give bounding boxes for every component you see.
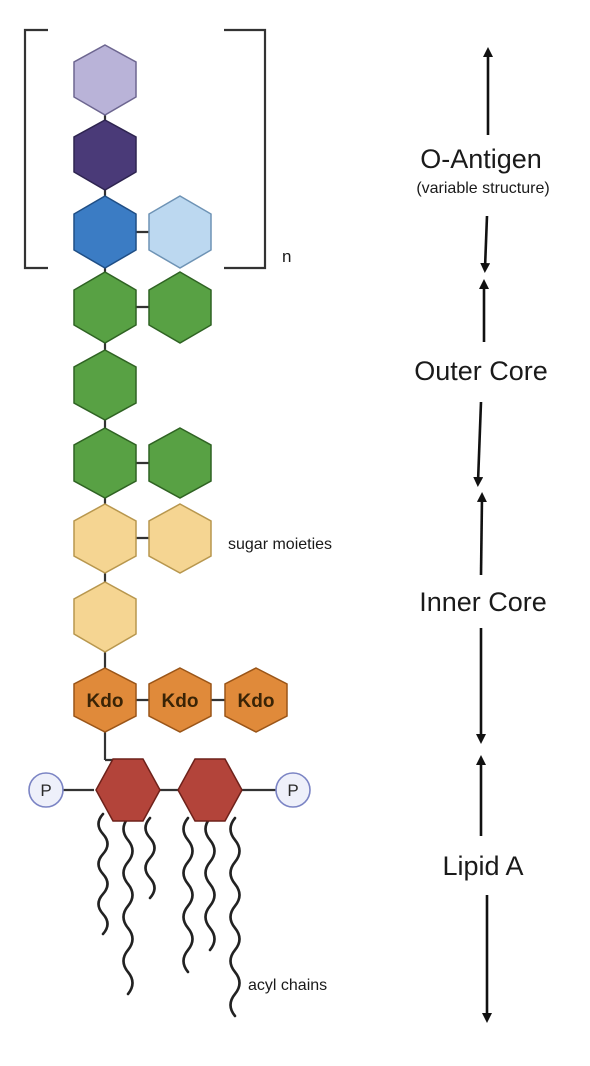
kdo-hexagon [148,667,212,733]
repeat-n-label: n [282,247,291,266]
kdo-hexagon [73,667,137,733]
acyl-chains [97,812,241,1018]
region-arrows [473,47,493,1023]
outer-core-sugars [73,271,212,499]
outer-core-hexagon [73,349,137,421]
o-antigen-arrow-down [480,215,491,273]
phosphate-label: P [40,781,51,800]
o-antigen-sugars [73,44,212,269]
lipid-a-label: Lipid A [442,851,523,881]
inner-core-hexagon [73,581,137,653]
o-antigen-label: O-Antigen [420,144,542,174]
o-antigen-hexagon-blue [73,195,137,269]
inner-core-hexagon [73,503,137,574]
repeat-bracket: n [23,28,291,270]
o-antigen-hexagon-lavender [73,44,137,116]
o-antigen-note: (variable structure) [416,180,549,197]
inner-core-arrow-up [476,492,487,576]
lipid-a-hexagon [95,758,161,822]
inner-core-sugars [73,503,212,653]
acyl-chain [122,816,134,996]
lipid-a-disaccharide [95,758,243,822]
phosphate-circle [28,772,64,808]
acyl-chain [204,816,216,952]
inner-core-label: Inner Core [419,587,547,617]
outer-core-hexagon [73,271,137,344]
lipid-a-hexagon [177,758,243,822]
kdo-hexagon [224,667,288,733]
inner-core-hexagon [148,503,212,574]
outer-core-arrow-down [473,401,484,487]
acyl-chain [182,816,194,974]
acyl-chain [144,816,156,900]
acyl-chain [229,816,241,1018]
o-antigen-hexagon-lightblue [148,195,212,269]
kdo-label: Kdo [87,691,124,712]
outer-core-hexagon [73,427,137,499]
acyl-chains-label: acyl chains [248,977,327,994]
phosphate-circle [275,772,311,808]
kdo-label: Kdo [238,691,275,712]
kdo-label: Kdo [162,691,199,712]
outer-core-hexagon [148,271,212,344]
o-antigen-hexagon-purple [73,119,137,191]
acyl-chain [97,812,109,936]
phosphate-label: P [287,781,298,800]
outer-core-label: Outer Core [414,356,548,386]
phosphate-groups: P P [28,772,311,808]
kdo-residues: Kdo Kdo Kdo [73,667,288,733]
outer-core-hexagon [148,427,212,499]
sugar-moieties-label: sugar moieties [228,536,332,553]
